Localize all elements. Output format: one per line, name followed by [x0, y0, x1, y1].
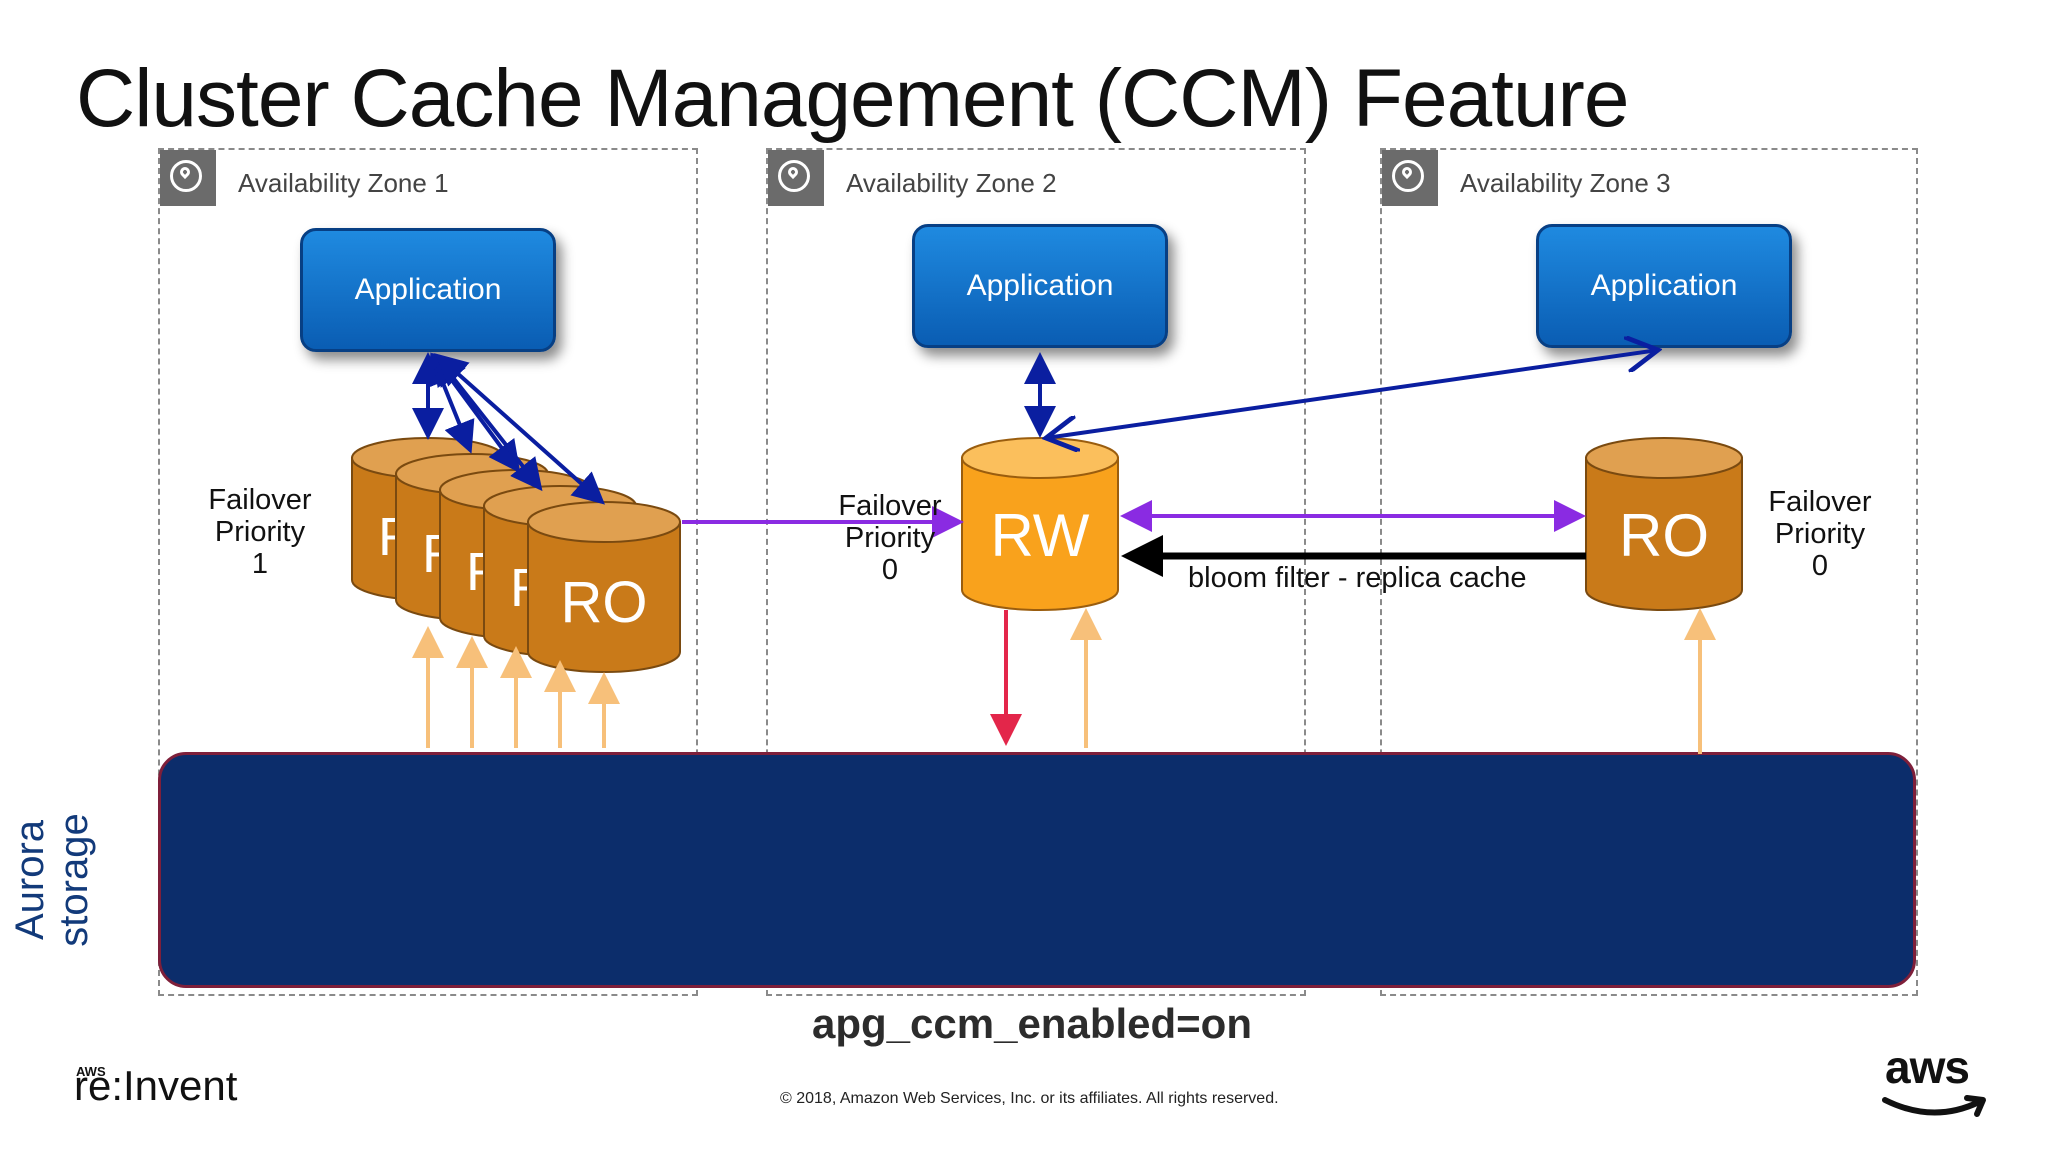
aws-logo: aws [1882, 1040, 1986, 1117]
application-zone-1: Application [300, 228, 556, 352]
replica-cylinder-front: RO [527, 501, 681, 673]
ccm-parameter: apg_ccm_enabled=on [812, 1000, 1252, 1047]
writer-label: RW [991, 502, 1090, 569]
copyright-notice: © 2018, Amazon Web Services, Inc. or its… [780, 1090, 1279, 1107]
bloom-filter-label: bloom filter - replica cache [1188, 562, 1527, 594]
replica-cylinder-zone-3: RO [1585, 437, 1743, 611]
slide-title: Cluster Cache Management (CCM) Feature [76, 53, 1629, 144]
writer-cylinder: RW [961, 437, 1119, 611]
location-pin-icon [1382, 150, 1438, 206]
location-pin-icon [768, 150, 824, 206]
replica-zone-3-label: RO [1619, 502, 1709, 569]
replication-arrows [682, 500, 1586, 538]
aws-smile-icon [1882, 1095, 1986, 1117]
replica-front-label: RO [561, 570, 648, 635]
storage-arrows [412, 608, 1716, 754]
aurora-storage [158, 752, 1916, 988]
zone-3-label: Availability Zone 3 [1460, 168, 1671, 198]
availability-zone-3: Availability Zone 3 [1380, 148, 1918, 996]
location-pin-icon [160, 150, 216, 206]
app-connection-arrows [412, 350, 1658, 505]
application-zone-2: Application [912, 224, 1168, 348]
zone-2-label: Availability Zone 2 [846, 168, 1057, 198]
availability-zone-1: Availability Zone 1 [158, 148, 698, 996]
zone-1-label: Availability Zone 1 [238, 168, 449, 198]
availability-zone-2: Availability Zone 2 [766, 148, 1306, 996]
application-zone-3: Application [1536, 224, 1792, 348]
